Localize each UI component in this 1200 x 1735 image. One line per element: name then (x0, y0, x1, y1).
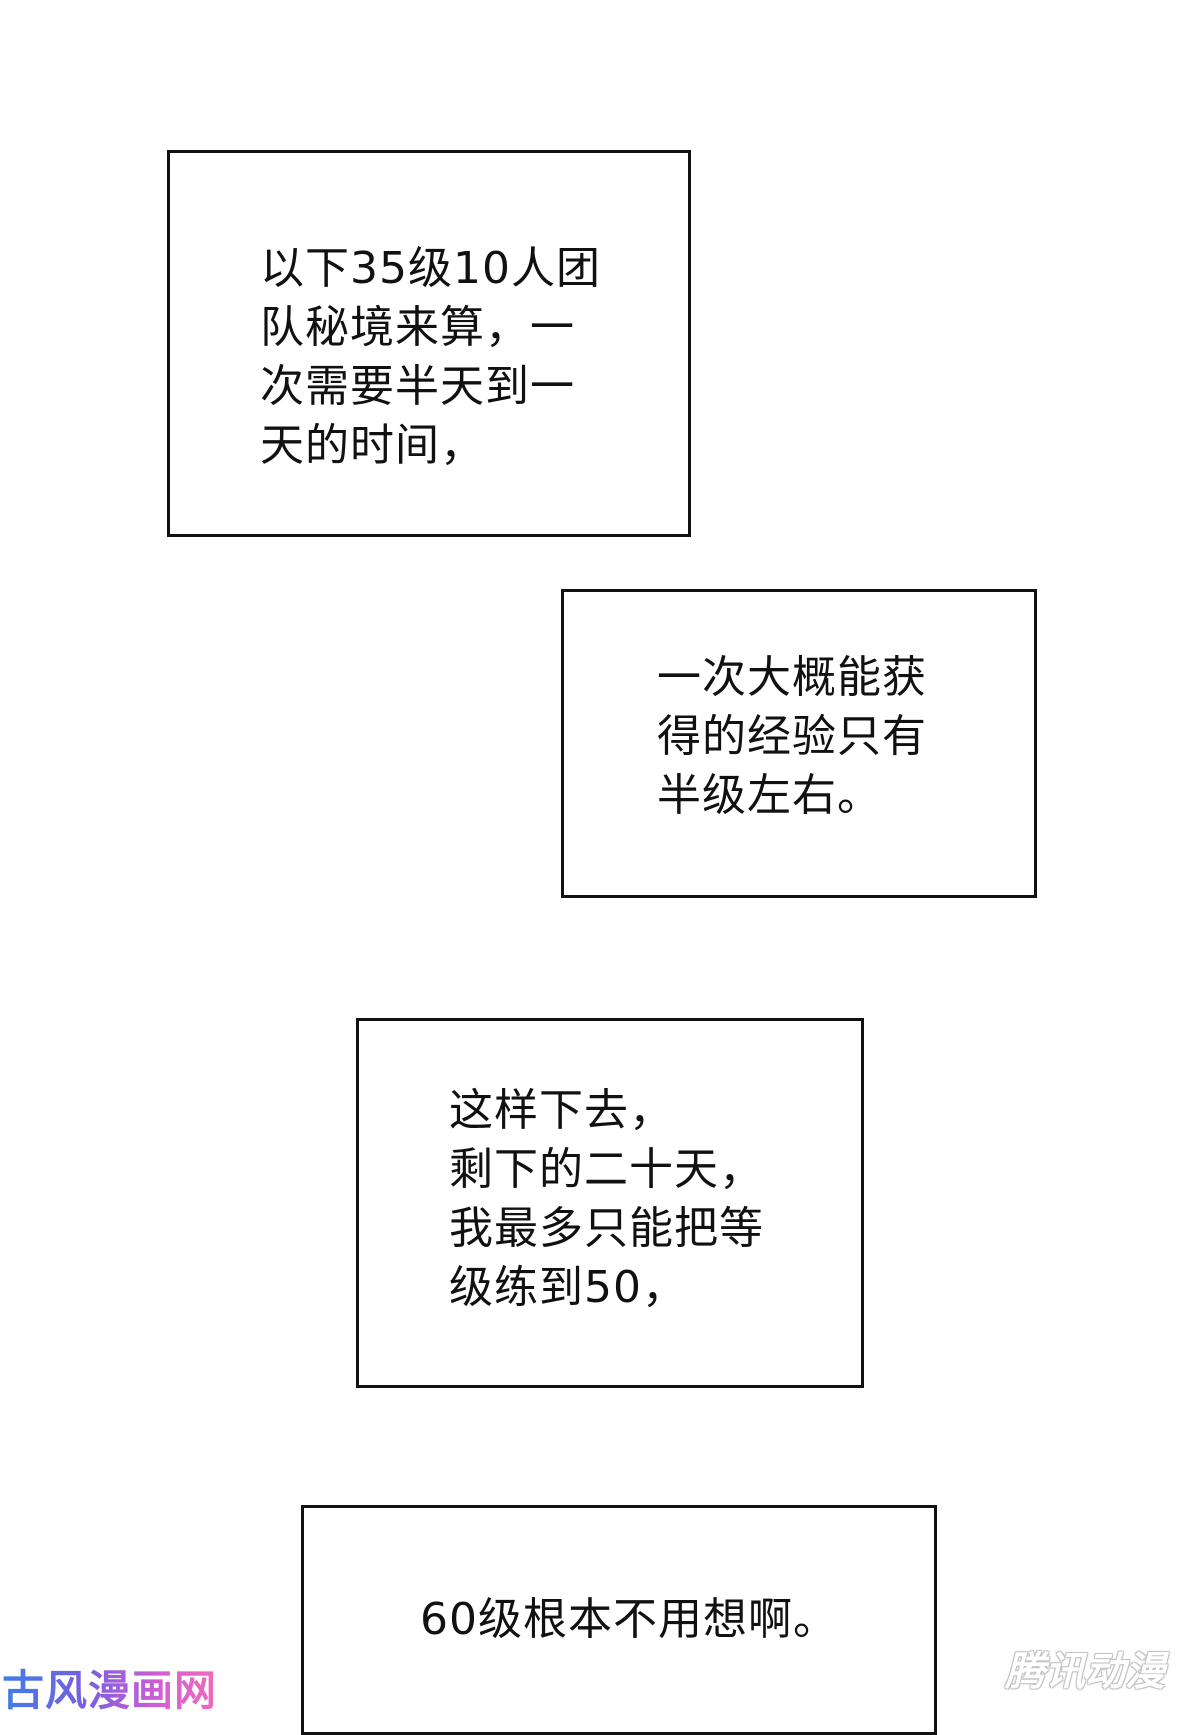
caption-line: 级练到50， (449, 1262, 687, 1313)
caption-line: 得的经验只有 (657, 711, 927, 762)
caption-box-1: 以下35级10人团 队秘境来算，一 次需要半天到一 天的时间， (167, 150, 691, 537)
caption-box-4: 60级根本不用想啊。 (301, 1505, 937, 1735)
caption-line: 60级根本不用想啊。 (420, 1594, 838, 1645)
caption-line: 我最多只能把等 (449, 1203, 764, 1254)
caption-line: 以下35级10人团 (260, 243, 601, 294)
caption-text-3: 这样下去， 剩下的二十天， 我最多只能把等 级练到50， (449, 1081, 764, 1317)
caption-line: 剩下的二十天， (449, 1144, 764, 1195)
caption-text-1: 以下35级10人团 队秘境来算，一 次需要半天到一 天的时间， (260, 239, 601, 475)
caption-text-4: 60级根本不用想啊。 (420, 1590, 838, 1649)
watermark-left: 古风漫画网 (2, 1657, 217, 1718)
watermark-right: 腾讯动漫 (1005, 1649, 1165, 1695)
caption-box-3: 这样下去， 剩下的二十天， 我最多只能把等 级练到50， (356, 1018, 864, 1388)
caption-line: 队秘境来算，一 (260, 302, 575, 353)
caption-line: 天的时间， (260, 420, 485, 471)
caption-line: 一次大概能获 (657, 652, 927, 703)
caption-text-2: 一次大概能获 得的经验只有 半级左右。 (657, 648, 927, 825)
caption-line: 次需要半天到一 (260, 361, 575, 412)
caption-box-2: 一次大概能获 得的经验只有 半级左右。 (561, 589, 1037, 898)
caption-line: 半级左右。 (657, 770, 882, 821)
caption-line: 这样下去， (449, 1085, 674, 1136)
